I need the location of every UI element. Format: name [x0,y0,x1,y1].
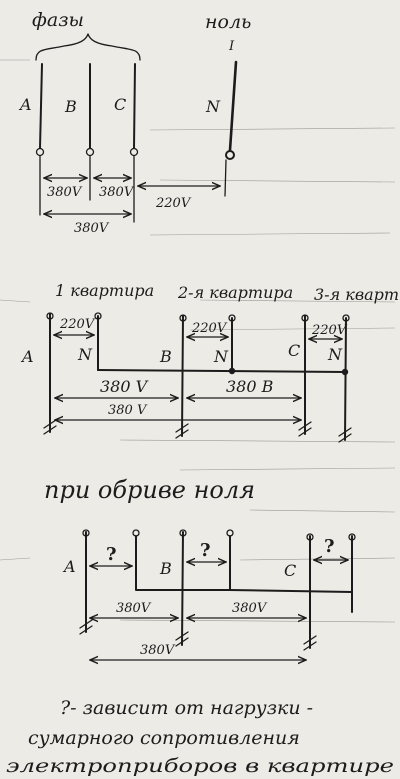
break-a [43,419,57,435]
section-phases-and-zero: фазы ноль I A B C N 380V 380V 220V 380 [18,9,251,236]
voltage-220-1: 220V [59,317,96,332]
terminal-n3 [342,314,350,322]
neutral-main [344,317,347,441]
neutral-label: N [205,97,221,116]
note-line-1: ?- зависит от нагрузки - [60,697,313,719]
unknown-1: ? [106,544,117,565]
break-c [303,635,317,651]
neutral-1-label: N [77,345,93,364]
break-b [175,423,189,439]
break-n [338,427,352,443]
terminal-b [179,529,187,537]
voltage-bc: 380V [99,185,135,200]
explanatory-note: ?- зависит от нагрузки - сумарного сопро… [6,697,394,777]
phase-c-label: C [284,561,296,580]
broken-neutral-title: при обриве ноля [44,476,255,504]
voltage-380-bc: 380V [232,601,268,616]
note-line-3: электроприборов в квартире [6,755,394,777]
terminal-n1 [94,312,102,320]
voltage-220-2: 220V [191,321,228,336]
voltage-380-bc: 380 В [226,377,274,396]
phase-c-wire [133,63,136,149]
voltage-380-ab: 380 V [100,377,149,396]
voltage-380-ac: 380V [140,643,176,658]
paper-texture [0,59,396,623]
voltage-ac: 380V [74,221,110,236]
junction-2 [228,367,236,375]
phase-a-label: A [20,347,34,366]
terminal-n1 [132,529,140,537]
terminal-b [179,314,187,322]
terminal-c [306,533,314,541]
neutral-bus [97,369,346,373]
break-c [298,421,312,437]
terminal-a [35,147,45,157]
unknown-3: ? [324,536,335,557]
apartment-1-label: 1 квартира [55,281,154,300]
terminal-n3 [348,533,356,541]
unknown-2: ? [200,540,211,561]
voltage-380-ac: 380 V [108,403,148,418]
zero-label: ноль [205,11,251,33]
phase-b-label: B [159,559,172,578]
break-b [175,631,189,647]
note-line-2: сумарного сопротивления [28,727,300,749]
voltage-220-3: 220V [311,323,348,338]
terminal-n2 [228,314,236,322]
lead-n [224,159,227,197]
section-three-apartments: 1 квартира 2-я квартира 3-я кварт A B C … [20,281,399,443]
neutral-3-label: N [327,345,343,364]
phase-a-wire [39,63,43,149]
terminal-b [85,147,95,157]
terminal-a [46,312,54,320]
phases-brace [35,33,141,61]
terminal-n [225,150,235,160]
phase-b-label: B [159,347,172,366]
terminal-c [129,147,139,157]
terminal-a [82,529,90,537]
junction-3 [341,368,349,376]
apartment-2-label: 2-я квартира [177,283,293,302]
section-broken-neutral: при обриве ноля A B C ? ? ? [44,476,356,660]
neutral-loop-1 [135,535,231,591]
phase-b-wire [181,315,184,437]
phase-a-label: A [62,557,76,576]
neutral-2-label: N [213,347,229,366]
phases-label: фазы [32,9,84,31]
apartment-3-label: 3-я кварт [314,285,399,304]
terminal-c [301,314,309,322]
terminal-n2 [226,529,234,537]
zero-mark: I [228,39,235,54]
phase-b-wire [181,531,184,646]
neutral-wire [228,60,238,152]
phase-b-label: B [64,97,77,116]
voltage-380-ab: 380V [116,601,152,616]
phase-c-label: C [114,95,126,114]
voltage-ab: 380V [47,185,83,200]
phase-c-label: C [288,341,300,360]
voltage-cn: 220V [155,196,192,211]
phase-a-label: A [18,95,32,114]
